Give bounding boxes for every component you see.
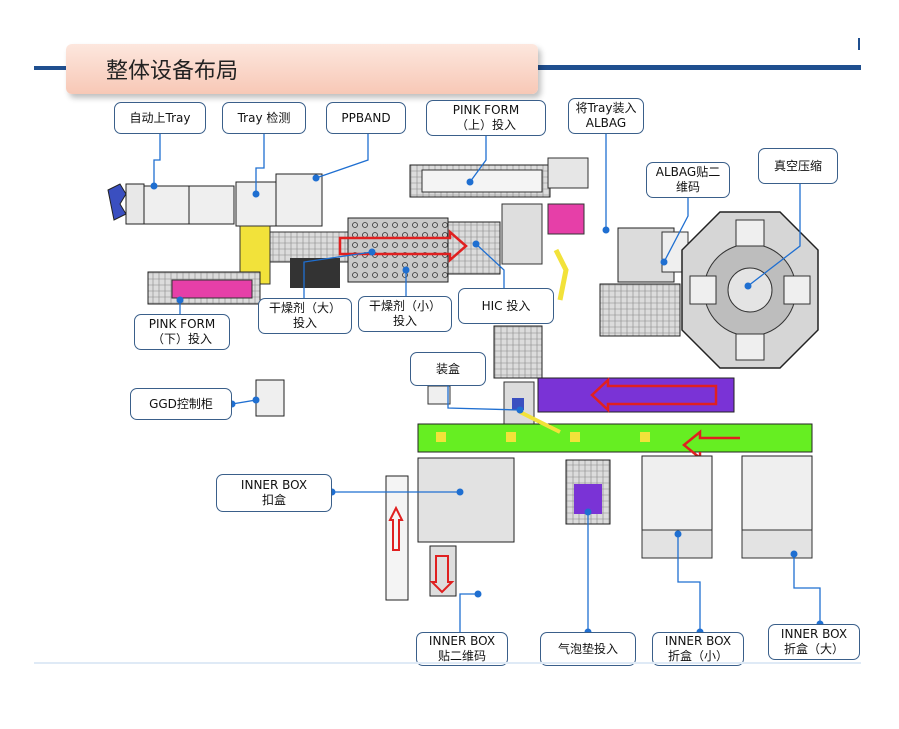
label-pink-form-bottom: PINK FORM （下）投入: [134, 314, 230, 350]
label-ppband: PPBAND: [326, 102, 406, 134]
label-tray-albag: 将Tray装入 ALBAG: [568, 98, 644, 134]
label-albag-barcode: ALBAG贴二 维码: [646, 162, 730, 198]
label-bubble-pad: 气泡垫投入: [540, 632, 636, 666]
label-desiccant-small: 干燥剂（小） 投入: [358, 296, 452, 332]
label-auto-tray: 自动上Tray: [114, 102, 206, 134]
pink-form-top-module: [409, 157, 589, 198]
purple-conveyor: [537, 377, 735, 413]
title-box: 整体设备布局: [66, 44, 538, 94]
label-inner-box-fold-big: INNER BOX 折盒（大）: [768, 624, 860, 660]
tray-loader: [107, 173, 323, 227]
albag-module: [599, 227, 689, 337]
label-inner-box-fold-small: INNER BOX 折盒（小）: [652, 632, 744, 666]
label-pink-form-top: PINK FORM （上）投入: [426, 100, 546, 136]
vacuum-module: [681, 211, 819, 369]
label-tray-inspect: Tray 检测: [222, 102, 306, 134]
leader-lines: [153, 132, 821, 632]
title-bar-left: [34, 66, 68, 70]
ggd-cabinet: [255, 379, 285, 417]
green-conveyor: [417, 410, 813, 461]
label-inner-box-buckle: INNER BOX 扣盒: [216, 474, 332, 512]
title-bar-right: [537, 65, 861, 70]
label-ggd: GGD控制柜: [130, 388, 232, 420]
label-boxing: 装盒: [410, 352, 486, 386]
label-inner-box-barcode: INNER BOX 贴二维码: [416, 632, 508, 666]
label-desiccant-big: 干燥剂（大） 投入: [258, 298, 352, 334]
label-hic: HIC 投入: [458, 288, 554, 324]
title-bar-tick: [858, 38, 860, 50]
bottom-line: [34, 662, 861, 664]
boxing-module: [427, 325, 543, 425]
inner-box-modules: [385, 455, 813, 601]
label-vacuum: 真空压缩: [758, 148, 838, 184]
pink-form-bottom-module: [147, 271, 261, 305]
page-title: 整体设备布局: [106, 59, 239, 84]
